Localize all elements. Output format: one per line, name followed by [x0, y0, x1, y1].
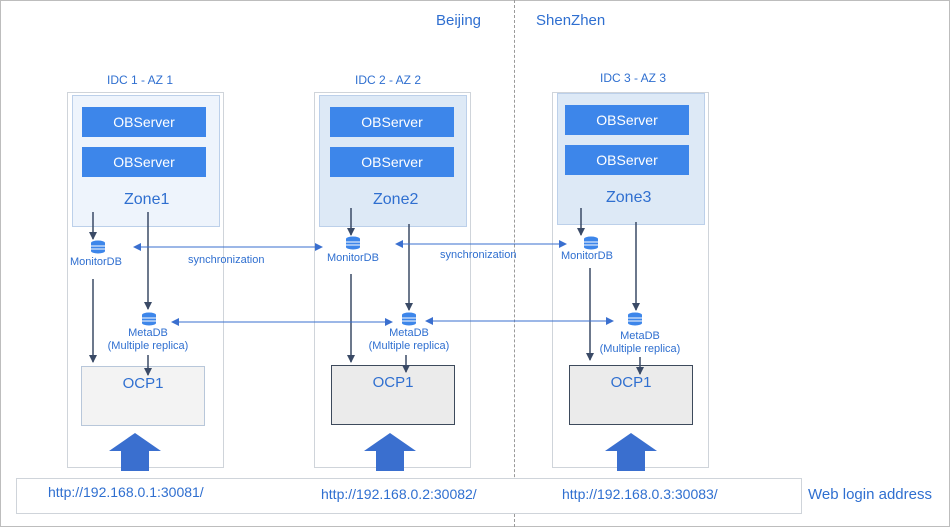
- up-arrow-icon: [364, 433, 416, 471]
- idc-title: IDC 3 - AZ 3: [600, 71, 667, 85]
- observer-node: OBServer: [82, 107, 206, 137]
- metadb-subtitle: (Multiple replica): [368, 340, 450, 352]
- idc-title: IDC 1 - AZ 1: [107, 73, 174, 87]
- metadb-title: MetaDB: [128, 327, 168, 339]
- monitordb-label: MonitorDB: [70, 256, 122, 268]
- database-icon: [91, 240, 105, 254]
- idc-title: IDC 2 - AZ 2: [355, 73, 422, 87]
- region-label-beijing: Beijing: [436, 12, 482, 29]
- zone-label: Zone1: [124, 191, 170, 208]
- metadb-label: MetaDB (Multiple replica): [592, 330, 688, 356]
- monitordb-label: MonitorDB: [561, 250, 613, 262]
- sync-label: synchronization: [440, 249, 517, 261]
- metadb-title: MetaDB: [389, 327, 429, 339]
- database-icon: [346, 236, 360, 250]
- observer-node: OBServer: [330, 107, 454, 137]
- metadb-subtitle: (Multiple replica): [107, 340, 189, 352]
- sync-label: synchronization: [188, 254, 265, 266]
- region-label-shenzhen: ShenZhen: [536, 12, 606, 29]
- database-icon: [402, 312, 416, 326]
- up-arrow-icon: [109, 433, 161, 471]
- zone-box: OBServer OBServer Zone1: [72, 95, 220, 227]
- ocp-url-link[interactable]: http://192.168.0.2:30082/: [321, 486, 477, 502]
- observer-node: OBServer: [565, 145, 689, 175]
- metadb-label: MetaDB (Multiple replica): [361, 327, 457, 353]
- ocp-node: OCP1: [569, 365, 693, 425]
- observer-node: OBServer: [330, 147, 454, 177]
- zone-label: Zone3: [606, 189, 652, 206]
- observer-node: OBServer: [82, 147, 206, 177]
- observer-node: OBServer: [565, 105, 689, 135]
- ocp-node: OCP1: [331, 365, 455, 425]
- zone-label: Zone2: [373, 191, 419, 208]
- ocp-url-link[interactable]: http://192.168.0.3:30083/: [562, 486, 718, 502]
- zone-box: OBServer OBServer Zone2: [319, 95, 467, 227]
- ocp-url-link[interactable]: http://192.168.0.1:30081/: [48, 484, 204, 500]
- database-icon: [584, 236, 598, 250]
- metadb-label: MetaDB (Multiple replica): [100, 327, 196, 353]
- metadb-title: MetaDB: [620, 330, 660, 342]
- database-icon: [628, 312, 642, 326]
- ocp-node: OCP1: [81, 366, 205, 426]
- zone-box: OBServer OBServer Zone3: [557, 93, 705, 225]
- region-divider: [514, 0, 515, 527]
- monitordb-label: MonitorDB: [327, 252, 379, 264]
- web-login-address-label: Web login address: [808, 486, 932, 503]
- metadb-subtitle: (Multiple replica): [599, 343, 681, 355]
- database-icon: [142, 312, 156, 326]
- up-arrow-icon: [605, 433, 657, 471]
- web-address-bar: [16, 478, 802, 514]
